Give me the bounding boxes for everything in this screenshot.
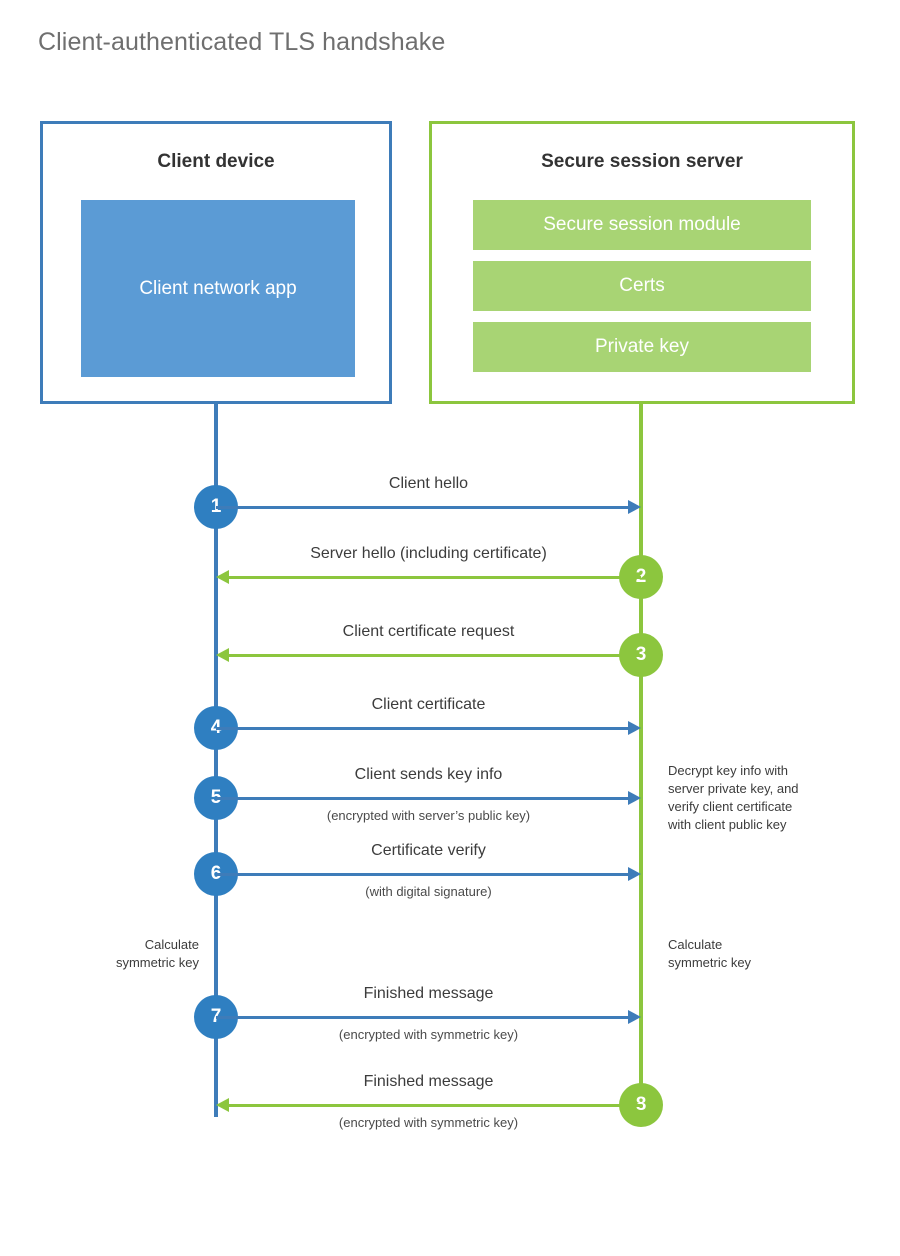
message-sublabel: (encrypted with symmetric key) <box>338 1027 519 1042</box>
message-label: Finished message <box>363 1073 494 1090</box>
page-title: Client-authenticated TLS handshake <box>38 28 446 56</box>
message-sublabel: (encrypted with symmetric key) <box>338 1115 519 1130</box>
client-network-app-block: Client network app <box>81 200 355 377</box>
message-arrow-line <box>225 1104 641 1107</box>
note-server-calculate-symmetric-key: Calculate symmetric key <box>668 937 752 970</box>
message-arrow-line <box>225 576 641 579</box>
message-sublabel: (encrypted with server’s public key) <box>326 808 531 823</box>
secure-session-server-title: Secure session server <box>541 151 743 172</box>
arrow-head-left-icon <box>216 570 229 584</box>
server-bar-private-key: Private key <box>473 322 811 372</box>
arrow-head-right-icon <box>628 500 641 514</box>
arrow-head-left-icon <box>216 648 229 662</box>
arrow-head-right-icon <box>628 791 641 805</box>
secure-session-server-box: Secure session server Secure session mod… <box>429 121 855 404</box>
message-arrow-line <box>216 1016 632 1019</box>
message-sublabel: (with digital signature) <box>365 884 492 899</box>
arrow-head-left-icon <box>216 1098 229 1112</box>
message-arrow-line <box>216 873 632 876</box>
message-arrow-line <box>216 506 632 509</box>
message-label: Certificate verify <box>371 842 486 859</box>
message-label: Client sends key info <box>354 766 503 783</box>
server-lifeline <box>639 404 643 1106</box>
message-label: Client hello <box>388 475 469 492</box>
message-label: Server hello (including certificate) <box>310 545 547 562</box>
message-label: Finished message <box>363 985 494 1002</box>
note-server-decrypt: Decrypt key info with server private key… <box>668 763 799 832</box>
message-arrow-line <box>216 727 632 730</box>
server-bar-certs: Certs <box>473 261 811 311</box>
message-arrow-line <box>216 797 632 800</box>
arrow-head-right-icon <box>628 867 641 881</box>
client-device-box: Client device Client network app <box>40 121 392 404</box>
message-arrow-line <box>225 654 641 657</box>
arrow-head-right-icon <box>628 1010 641 1024</box>
message-label: Client certificate <box>371 696 486 713</box>
server-component-stack: Secure session module Certs Private key <box>473 200 811 383</box>
message-label: Client certificate request <box>342 623 515 640</box>
note-client-calculate-symmetric-key: Calculate symmetric key <box>115 937 199 970</box>
client-lifeline <box>214 404 218 1117</box>
arrow-head-right-icon <box>628 721 641 735</box>
client-device-title: Client device <box>157 151 275 172</box>
server-bar-secure-session-module: Secure session module <box>473 200 811 250</box>
